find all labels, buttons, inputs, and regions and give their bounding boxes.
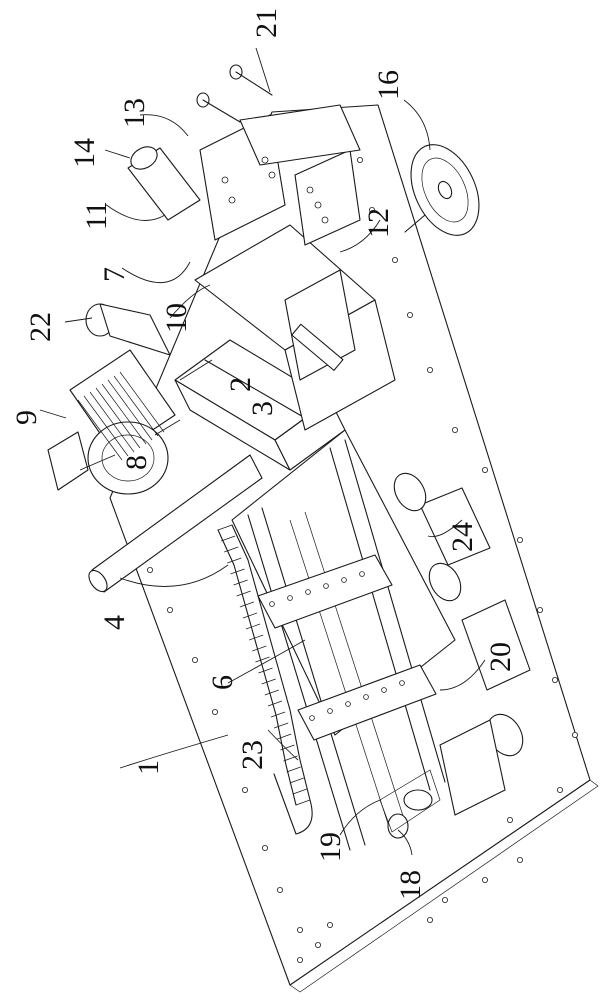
carriage-hole (270, 602, 275, 607)
carriage-hole (382, 688, 387, 693)
carriage-hole (346, 702, 351, 707)
mounting-hole (427, 917, 432, 922)
bracket-hole (322, 217, 328, 223)
drive-motor (48, 350, 175, 494)
callout-14: 14 (68, 138, 101, 168)
mounting-hole (517, 537, 522, 542)
mounting-hole (442, 897, 447, 902)
mounting-hole (297, 927, 302, 932)
mounting-hole (552, 677, 557, 682)
bracket-hole (315, 202, 321, 208)
carriage-hole (342, 578, 347, 583)
bracket-hole (269, 172, 275, 178)
callout-7: 7 (98, 267, 131, 282)
mounting-hole (507, 817, 512, 822)
mounting-hole (517, 857, 522, 862)
callout-23: 23 (236, 740, 269, 770)
callout-9: 9 (10, 410, 43, 425)
bracket-hole (222, 177, 228, 183)
mounting-hole (357, 157, 362, 162)
callout-11: 11 (80, 201, 113, 230)
mounting-hole (315, 942, 320, 947)
callout-22: 22 (24, 312, 57, 342)
bracket-hole (307, 187, 313, 193)
bracket-hole (229, 197, 235, 203)
small-motor (86, 304, 170, 355)
bracket-hole (262, 157, 268, 163)
callout-4: 4 (98, 615, 131, 630)
callout-20: 20 (484, 642, 517, 672)
mounting-hole (242, 787, 247, 792)
carriage-hole (400, 681, 405, 686)
mounting-hole (482, 467, 487, 472)
mounting-hole (572, 732, 577, 737)
callout-1: 1 (132, 760, 165, 775)
mounting-hole (557, 787, 562, 792)
mounting-hole (297, 957, 302, 962)
mounting-hole (277, 887, 282, 892)
mounting-hole (482, 877, 487, 882)
carriage-hole (360, 572, 365, 577)
mounting-hole (407, 312, 412, 317)
callout-6: 6 (206, 675, 239, 690)
callout-12: 12 (362, 208, 395, 238)
callout-16: 16 (372, 70, 405, 100)
mounting-hole (212, 709, 217, 714)
callout-2: 2 (224, 377, 257, 392)
mounting-hole (427, 367, 432, 372)
mounting-hole (537, 607, 542, 612)
locating-pins (197, 65, 272, 122)
callout-10: 10 (160, 303, 193, 333)
callout-13: 13 (118, 98, 151, 128)
mounting-hole (262, 845, 267, 850)
air-cylinder (127, 142, 200, 220)
mounting-hole (167, 607, 172, 612)
carriage-hole (288, 596, 293, 601)
mounting-hole (392, 257, 397, 262)
carriage-hole (328, 709, 333, 714)
carriage-hole (324, 584, 329, 589)
mounting-hole (452, 427, 457, 432)
carriage-hole (364, 695, 369, 700)
callout-21: 21 (250, 8, 283, 38)
callout-3: 3 (246, 401, 279, 416)
mounting-hole (147, 567, 152, 572)
callout-24: 24 (446, 522, 479, 552)
callout-8: 8 (120, 455, 153, 470)
carriage-hole (310, 716, 315, 721)
callout-19: 19 (314, 832, 347, 862)
callout-18: 18 (394, 870, 427, 900)
carriage-hole (306, 590, 311, 595)
mounting-hole (327, 922, 332, 927)
mounting-hole (192, 657, 197, 662)
